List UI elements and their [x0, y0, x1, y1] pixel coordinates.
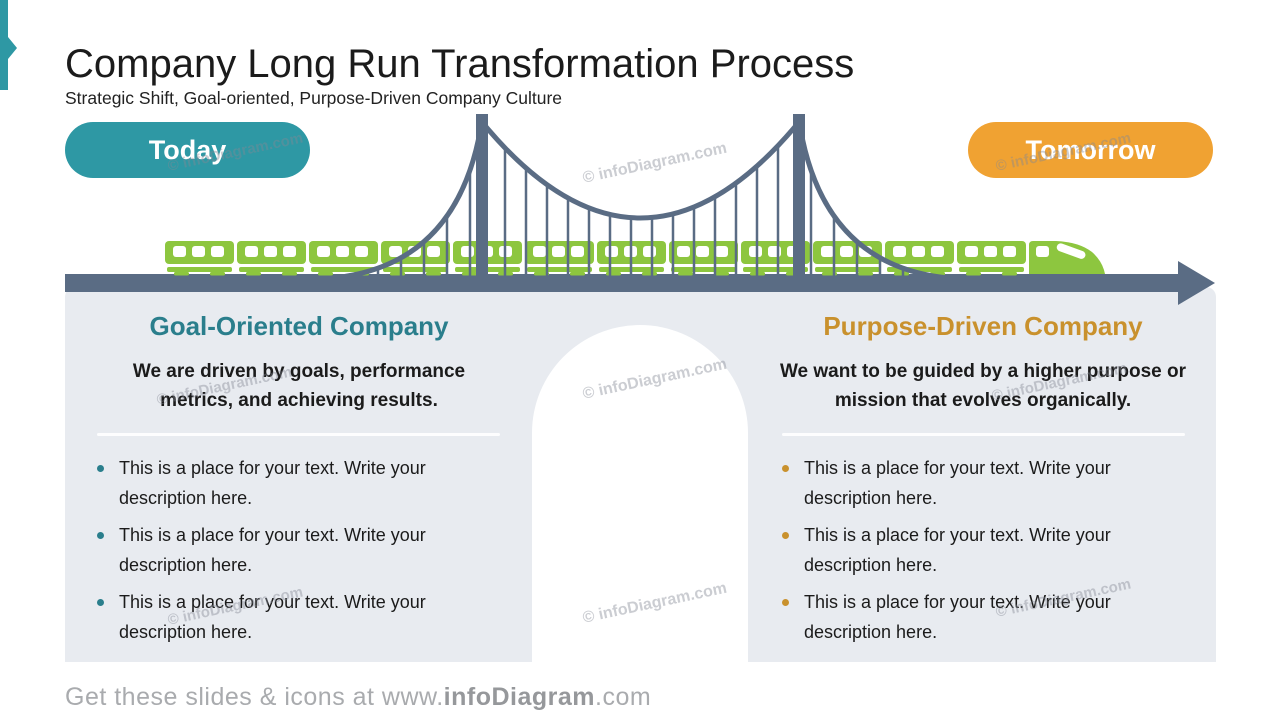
goal-oriented-panel: Goal-Oriented Company We are driven by g…	[65, 287, 533, 655]
list-item: This is a place for your text. Write you…	[782, 588, 1216, 647]
divider-line	[97, 433, 500, 436]
train-car	[885, 241, 954, 276]
purpose-driven-heading: Purpose-Driven Company	[823, 311, 1143, 341]
goal-oriented-heading: Goal-Oriented Company	[149, 311, 449, 341]
train-car	[381, 241, 450, 276]
bullet-text: This is a place for your text. Write you…	[119, 458, 426, 508]
bullet-text: This is a place for your text. Write you…	[804, 458, 1111, 508]
purpose-driven-bullet-list: This is a place for your text. Write you…	[750, 454, 1216, 647]
train-car	[669, 241, 738, 276]
list-item: This is a place for your text. Write you…	[782, 521, 1216, 580]
bullet-dot-icon	[782, 532, 789, 539]
accent-chevron-icon	[8, 37, 17, 59]
purpose-driven-description: We want to be guided by a higher purpose…	[779, 361, 1187, 411]
bullet-dot-icon	[97, 465, 104, 472]
bullet-dot-icon	[782, 599, 789, 606]
tomorrow-badge: Tomorrow	[968, 122, 1213, 178]
goal-oriented-bullet-list: This is a place for your text. Write you…	[65, 454, 533, 647]
train-car	[813, 241, 882, 276]
purpose-driven-panel: Purpose-Driven Company We want to be gui…	[750, 287, 1216, 655]
train-icon	[165, 241, 1105, 276]
goal-oriented-description: We are driven by goals, performance metr…	[132, 361, 466, 411]
bullet-text: This is a place for your text. Write you…	[119, 525, 426, 575]
bridge-tower-left	[476, 114, 488, 276]
train-car	[237, 241, 306, 276]
divider-line	[782, 433, 1185, 436]
bullet-dot-icon	[782, 465, 789, 472]
watermark: © infoDiagram.com	[581, 139, 729, 187]
train-head	[1029, 241, 1105, 274]
list-item: This is a place for your text. Write you…	[97, 521, 533, 580]
footer-prefix: Get these slides & icons at www.	[65, 683, 444, 711]
today-badge: Today	[65, 122, 310, 178]
bullet-text: This is a place for your text. Write you…	[119, 592, 426, 642]
accent-bar	[0, 0, 8, 90]
train-car	[453, 241, 522, 276]
page-title: Company Long Run Transformation Process	[65, 41, 855, 86]
train-car	[597, 241, 666, 276]
tomorrow-label: Tomorrow	[1025, 134, 1156, 165]
bullet-text: This is a place for your text. Write you…	[804, 525, 1111, 575]
bridge-hangers	[376, 146, 905, 280]
footer-promo-text: Get these slides & icons at www.infoDiag…	[65, 681, 651, 713]
list-item: This is a place for your text. Write you…	[782, 454, 1216, 513]
bullet-dot-icon	[97, 599, 104, 606]
list-item: This is a place for your text. Write you…	[97, 588, 533, 647]
page-subtitle: Strategic Shift, Goal-oriented, Purpose-…	[65, 87, 563, 108]
train-car	[741, 241, 810, 276]
today-label: Today	[148, 134, 227, 165]
train-car	[309, 241, 378, 276]
train-car	[525, 241, 594, 276]
bridge-cables	[329, 117, 952, 281]
bullet-dot-icon	[97, 532, 104, 539]
bridge-arch-cutout	[532, 325, 748, 662]
train-car	[957, 241, 1026, 276]
footer-brand: infoDiagram	[443, 683, 596, 711]
bullet-text: This is a place for your text. Write you…	[804, 592, 1111, 642]
footer-suffix: .com	[595, 683, 652, 711]
train-car	[165, 241, 234, 276]
bridge-tower-right	[793, 114, 805, 276]
list-item: This is a place for your text. Write you…	[97, 454, 533, 513]
